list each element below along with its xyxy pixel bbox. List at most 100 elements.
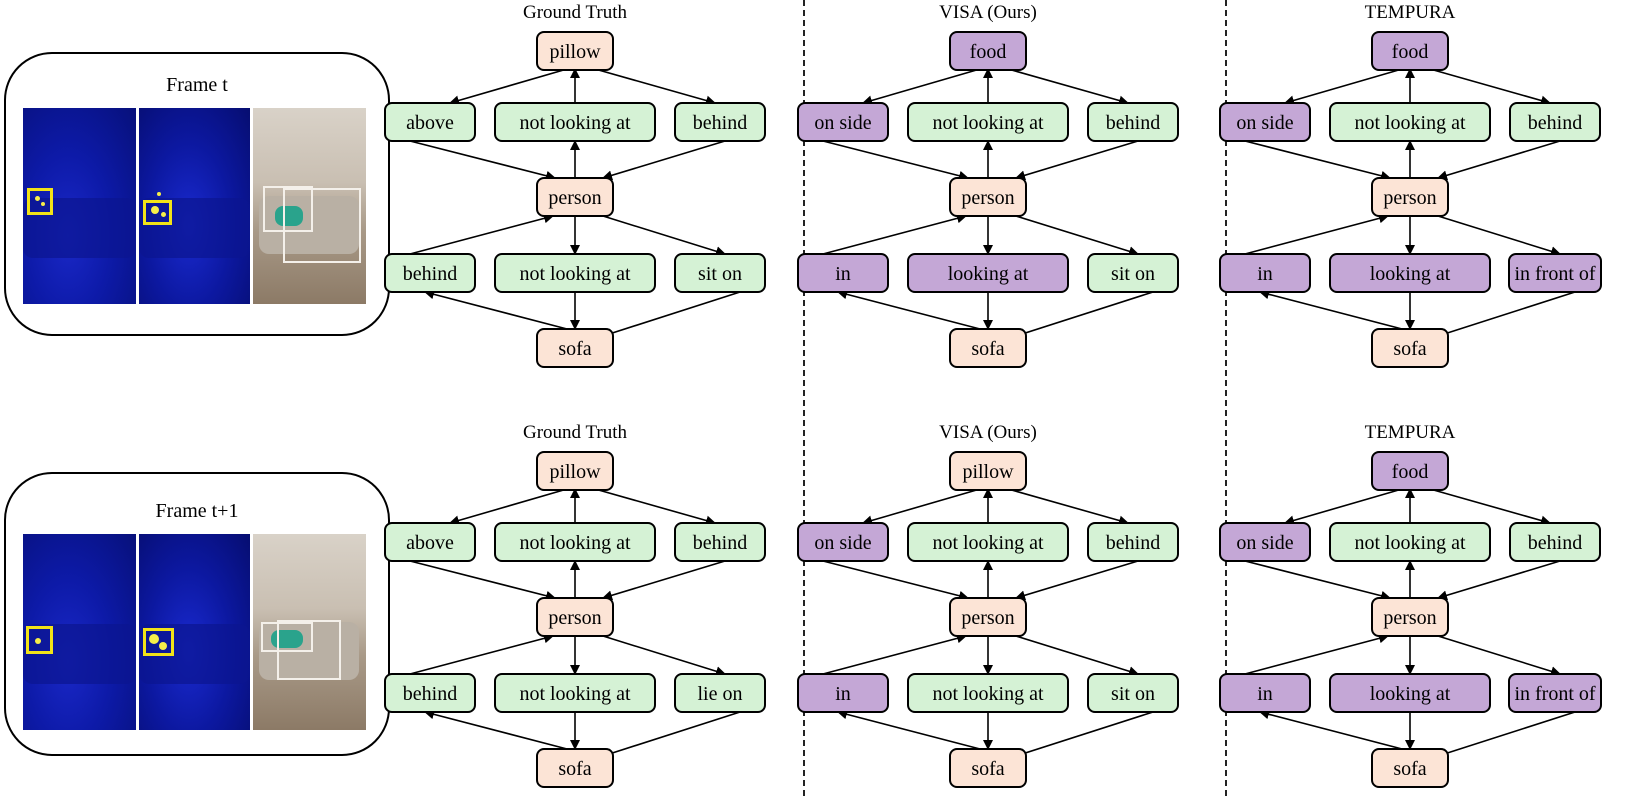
frame-label: Frame t+1 <box>155 500 239 522</box>
attention-map-1 <box>23 534 136 730</box>
object-node-bottom-label: sofa <box>971 758 1004 780</box>
edge-arrow <box>862 68 981 106</box>
relation-node-upper-label: not looking at <box>932 112 1044 134</box>
relation-node-lower-label: sit on <box>1111 263 1155 285</box>
relation-node-upper: not looking at <box>1329 522 1491 562</box>
object-node-bottom-label: sofa <box>1393 758 1426 780</box>
relation-node-lower: in <box>797 253 889 293</box>
relation-node-lower-label: behind <box>403 683 457 705</box>
object-node-bottom: sofa <box>536 328 614 368</box>
edge-arrow <box>1015 711 1154 759</box>
edge-arrow <box>1015 140 1139 181</box>
edge-arrow <box>602 560 726 601</box>
relation-node-upper: not looking at <box>907 102 1069 142</box>
edge-arrow <box>822 140 969 181</box>
relation-node-lower: looking at <box>1329 673 1491 713</box>
relation-node-lower: in <box>797 673 889 713</box>
object-node-top: food <box>949 31 1027 71</box>
panel-title: Ground Truth <box>523 422 627 443</box>
relation-node-lower: not looking at <box>494 673 656 713</box>
relation-node-upper-label: above <box>406 532 454 554</box>
relation-node-upper-label: not looking at <box>1354 532 1466 554</box>
relation-node-upper: behind <box>1509 102 1601 142</box>
column-divider <box>803 0 805 796</box>
relation-node-lower-label: sit on <box>1111 683 1155 705</box>
person-bounding-box <box>261 622 313 652</box>
panel-title: VISA (Ours) <box>939 422 1037 443</box>
relation-node-lower-label: in front of <box>1514 683 1595 705</box>
relation-node-upper-label: on side <box>814 112 871 134</box>
pillow-bounding-box <box>26 626 53 654</box>
relation-node-lower: not looking at <box>907 673 1069 713</box>
edge-arrow <box>1437 215 1561 257</box>
relation-node-lower-label: sit on <box>698 263 742 285</box>
relation-node-upper: behind <box>674 522 766 562</box>
edge-arrow <box>1437 711 1576 759</box>
relation-node-lower: looking at <box>907 253 1069 293</box>
relation-node-upper-label: not looking at <box>932 532 1044 554</box>
relation-node-lower: looking at <box>1329 253 1491 293</box>
relation-node-upper: not looking at <box>907 522 1069 562</box>
relation-node-lower-label: looking at <box>948 263 1029 285</box>
edge-arrow <box>424 709 568 750</box>
relation-node-upper-label: on side <box>814 532 871 554</box>
edge-arrow <box>1015 215 1139 257</box>
object-node-bottom: sofa <box>949 328 1027 368</box>
relation-node-upper: on side <box>1219 522 1311 562</box>
relation-node-lower: in <box>1219 673 1311 713</box>
relation-node-lower-label: not looking at <box>519 683 631 705</box>
edge-arrow <box>602 291 741 339</box>
edge-arrow <box>594 68 716 106</box>
edge-arrow <box>1437 560 1561 601</box>
edge-arrow <box>1437 140 1561 181</box>
edge-arrow <box>602 215 726 257</box>
pillow-bounding-box <box>143 200 172 225</box>
relation-node-lower-label: lie on <box>698 683 743 705</box>
edge-arrow <box>1015 291 1154 339</box>
edge-arrow <box>837 709 981 750</box>
object-node-bottom-label: sofa <box>971 338 1004 360</box>
edge-arrow <box>822 213 967 255</box>
edge-arrow <box>1284 488 1403 526</box>
edge-arrow <box>1284 68 1403 106</box>
pillow-bounding-box <box>143 628 174 656</box>
edge-arrow <box>1429 68 1551 106</box>
relation-node-lower: in front of <box>1508 673 1602 713</box>
relation-node-upper-label: behind <box>1106 112 1160 134</box>
relation-node-upper: above <box>384 522 476 562</box>
relation-node-lower: not looking at <box>494 253 656 293</box>
relation-node-upper-label: behind <box>693 112 747 134</box>
edge-arrow <box>1015 560 1139 601</box>
edge-arrow <box>822 560 969 601</box>
object-node-top: food <box>1371 31 1449 71</box>
relation-node-upper-label: not looking at <box>519 532 631 554</box>
relation-node-upper: behind <box>1087 522 1179 562</box>
edge-arrow <box>1429 488 1551 526</box>
relation-node-upper-label: behind <box>1106 532 1160 554</box>
relation-node-upper-label: on side <box>1236 112 1293 134</box>
rgb-frame <box>253 108 366 304</box>
relation-node-upper-label: on side <box>1236 532 1293 554</box>
object-node-top-label: food <box>1392 41 1429 63</box>
frame-t-panel: Frame t <box>4 52 390 336</box>
relation-node-upper: behind <box>1509 522 1601 562</box>
relation-node-upper: not looking at <box>1329 102 1491 142</box>
object-node-person-label: person <box>1383 187 1436 209</box>
object-node-bottom: sofa <box>1371 328 1449 368</box>
pillow-bounding-box <box>27 188 53 215</box>
relation-node-lower-label: in front of <box>1514 263 1595 285</box>
object-node-person-label: person <box>548 187 601 209</box>
edge-arrow <box>602 140 726 181</box>
object-node-bottom-label: sofa <box>1393 338 1426 360</box>
object-node-bottom: sofa <box>1371 748 1449 788</box>
edge-arrow <box>1244 140 1391 181</box>
relation-node-lower-label: looking at <box>1370 263 1451 285</box>
edge-arrow <box>862 488 981 526</box>
rgb-frame <box>253 534 366 730</box>
